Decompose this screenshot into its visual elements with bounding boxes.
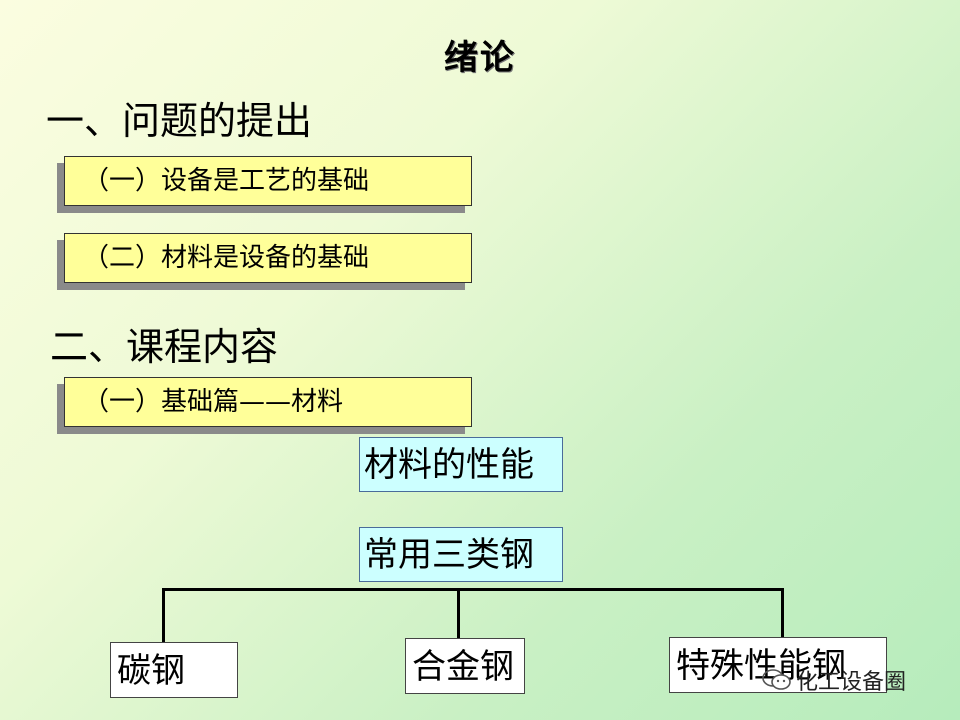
connector-horizontal xyxy=(162,588,784,591)
watermark-text: 化工设备圈 xyxy=(796,670,907,695)
slide-title: 绪论 xyxy=(444,38,516,78)
connector-middle xyxy=(457,588,460,638)
connector-right xyxy=(781,588,784,638)
section1-heading: 一、问题的提出 xyxy=(46,99,313,143)
section2-item-1: （一）基础篇——材料 xyxy=(64,377,472,427)
three-steels-box: 常用三类钢 xyxy=(359,527,563,582)
alloy-steel-box: 合金钢 xyxy=(405,638,525,694)
connector-left xyxy=(162,588,165,642)
materials-properties-box: 材料的性能 xyxy=(359,437,563,492)
section1-item-1: （一）设备是工艺的基础 xyxy=(64,156,472,206)
section1-item-2: （二）材料是设备的基础 xyxy=(64,233,472,283)
carbon-steel-box: 碳钢 xyxy=(110,642,238,698)
watermark: 化工设备圈 xyxy=(762,664,906,696)
section2-heading: 二、课程内容 xyxy=(50,325,279,369)
wechat-icon xyxy=(762,669,792,691)
